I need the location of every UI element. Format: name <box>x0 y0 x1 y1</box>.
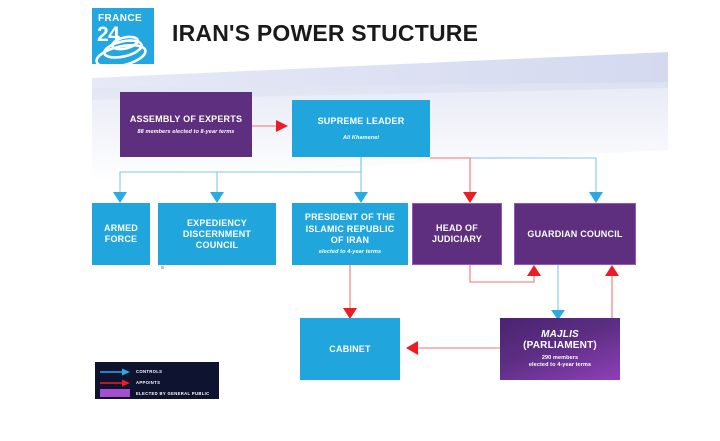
edge-judiciary-guardian <box>469 265 535 283</box>
logo-text-france: FRANCE <box>98 13 143 24</box>
logo-text-24: 24 <box>97 23 120 46</box>
node-subtitle: elected to 4-year terms <box>318 248 382 255</box>
node-title-line1: PRESIDENT OF THE <box>304 212 396 223</box>
blue-arrow-icon <box>100 368 130 375</box>
legend-item-elected: ELECTED BY GENERAL PUBLIC <box>100 388 214 398</box>
legend-label: APPOINTS <box>136 379 161 385</box>
edge-supreme-expediency <box>216 171 361 192</box>
france24-logo: FRANCE 24 <box>92 8 154 64</box>
node-armed-force[interactable]: ARMED FORCE <box>92 203 150 265</box>
node-title: GUARDIAN COUNCIL <box>527 228 623 239</box>
node-president[interactable]: PRESIDENT OF THE ISLAMIC REPUBLIC OF IRA… <box>292 203 408 265</box>
node-title: SUPREME LEADER <box>317 115 405 126</box>
node-title-rest: (PARLIAMENT) <box>523 340 597 351</box>
node-title-italic: MAJLIS <box>541 329 579 340</box>
france24-ripple-icon <box>95 35 147 64</box>
legend-item-controls: CONTROLS <box>100 366 214 376</box>
legend-item-appoints: APPOINTS <box>100 377 214 387</box>
edge-supreme-guardian <box>430 157 597 192</box>
node-subtitle-line2: elected to 4-year terms <box>528 362 592 368</box>
purple-swatch-icon <box>100 389 130 397</box>
node-subtitle: 88 members elected to 8-year terms <box>137 128 235 135</box>
node-title-line2: FORCE <box>104 234 138 244</box>
node-subtitle-line1: 290 members <box>541 355 579 361</box>
node-assembly-of-experts[interactable]: ASSEMBLY OF EXPERTS 88 members elected t… <box>120 92 252 157</box>
node-title: HEAD OF JUDICIARY <box>432 223 482 244</box>
edge-supreme-armed <box>119 157 362 192</box>
node-guardian-council[interactable]: GUARDIAN COUNCIL <box>514 203 636 265</box>
node-expediency-discernment-council[interactable]: EXPEDIENCY DISCERNMENT COUNCIL <box>158 203 276 265</box>
node-title-line2: ISLAMIC REPUBLIC <box>305 223 395 234</box>
node-title-line1: ARMED <box>104 223 138 233</box>
node-title: ASSEMBLY OF EXPERTS <box>129 113 243 124</box>
node-title-line3: OF IRAN <box>330 235 370 246</box>
page-title: IRAN'S POWER STUCTURE <box>172 20 479 46</box>
node-supreme-leader[interactable]: SUPREME LEADER Ali Khamenei <box>292 100 430 157</box>
node-title: MAJLIS (PARLIAMENT) <box>504 329 616 351</box>
node-title-line2: DISCERNMENT COUNCIL <box>182 228 252 250</box>
legend-label: ELECTED BY GENERAL PUBLIC <box>136 390 210 396</box>
edge-supreme-judiciary <box>430 157 471 192</box>
decorative-speck <box>161 266 164 269</box>
node-title-line1: EXPEDIENCY <box>186 217 248 228</box>
node-subtitle: Ali Khamenei <box>342 134 380 141</box>
arrowheads <box>113 120 619 355</box>
node-majlis[interactable]: MAJLIS (PARLIAMENT) 290 members elected … <box>500 318 620 380</box>
node-head-of-judiciary[interactable]: HEAD OF JUDICIARY <box>412 203 502 265</box>
legend-label: CONTROLS <box>136 368 163 374</box>
red-arrow-icon <box>100 379 130 386</box>
node-title: CABINET <box>329 343 371 354</box>
legend: CONTROLS APPOINTS ELECTED BY GENERAL PUB… <box>95 362 219 399</box>
node-cabinet[interactable]: CABINET <box>300 318 400 380</box>
